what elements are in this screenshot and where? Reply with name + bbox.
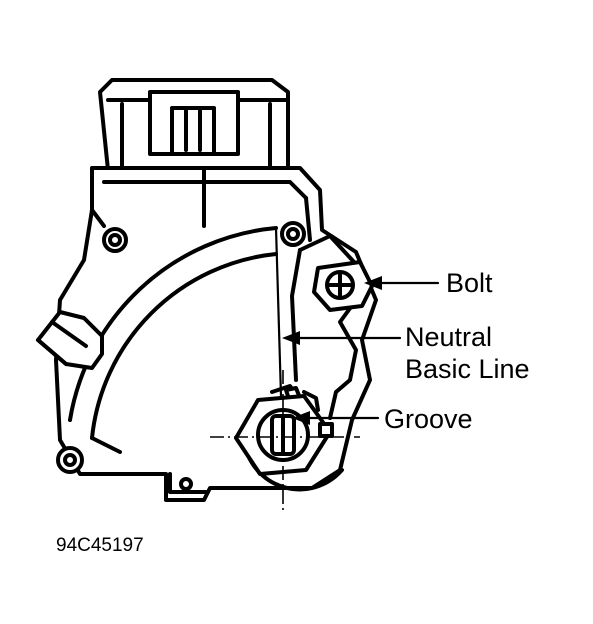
mounting-hole-lower-left: [56, 446, 84, 474]
label-bolt: Bolt: [446, 268, 493, 298]
figure-id: 94C45197: [56, 535, 144, 556]
connector-housing: [98, 78, 290, 172]
bolt: [312, 260, 374, 312]
label-basic-line: Basic Line: [405, 354, 530, 384]
sector-arm: [68, 226, 278, 454]
label-neutral: Neutral: [405, 322, 492, 352]
mounting-hole-upper-left: [102, 227, 128, 253]
callout-groove: [292, 411, 380, 425]
side-plug: [36, 310, 104, 370]
center-lines: [210, 370, 360, 510]
label-groove: Groove: [384, 404, 473, 434]
callout-bolt: [364, 276, 440, 290]
callout-neutral-basic-line: [282, 331, 402, 345]
mounting-hole-top: [280, 221, 306, 247]
